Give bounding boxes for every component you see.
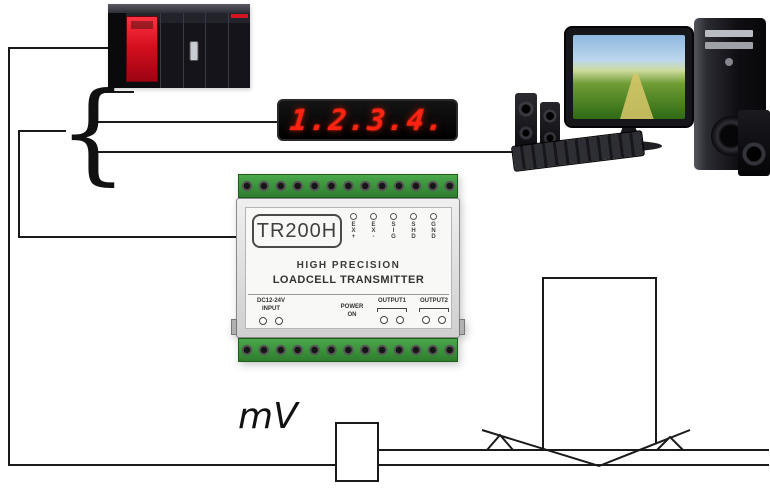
loadcell-transmitter-module: TR200H EX+ EX- SIG SHD — [231, 170, 465, 366]
terminal-circle — [259, 317, 267, 325]
terminal-column: EX+ — [350, 213, 357, 240]
output1-bracket — [377, 307, 407, 312]
millivolt-label: mV — [238, 396, 298, 437]
front-label-plate: TR200H EX+ EX- SIG SHD — [245, 207, 452, 329]
output1-group: OUTPUT1 — [374, 298, 410, 324]
terminal-label: EX+ — [350, 222, 357, 240]
dc-terminals — [249, 317, 293, 325]
plate-divider — [248, 294, 449, 295]
hopper-v-flange — [481, 429, 691, 468]
subtitle-loadcell-transmitter: LOADCELL TRANSMITTER — [272, 274, 425, 286]
transmitter-body: TR200H EX+ EX- SIG SHD — [231, 198, 465, 338]
power-on-label: ON — [347, 311, 357, 318]
terminal-label: SHD — [410, 222, 417, 240]
dc-input-group: DC12-24V INPUT — [249, 298, 293, 325]
indicator-led — [390, 213, 397, 220]
display-digits: 1.2.3.4. — [287, 103, 448, 137]
terminal-label: GND — [430, 222, 437, 240]
hopper-outline — [542, 277, 657, 449]
load-cell-triangle-right — [654, 435, 686, 451]
plc-dsub-connector — [189, 41, 199, 61]
drive-bay-slot — [705, 30, 753, 37]
din-rail-tab-left — [231, 319, 237, 335]
plc-base-module — [108, 13, 126, 88]
terminal-circle — [438, 315, 446, 324]
plc-photo — [108, 4, 250, 88]
dc-input-label: INPUT — [262, 305, 280, 312]
terminal-circle — [396, 315, 404, 324]
power-button — [725, 58, 733, 66]
model-name: TR200H — [252, 214, 342, 248]
subtitle-high-precision: HIGH PRECISION — [296, 260, 401, 271]
plc-top-rail — [108, 4, 250, 13]
terminal-column: EX- — [370, 213, 377, 240]
power-label: POWER — [340, 304, 364, 310]
output1-label: OUTPUT1 — [377, 298, 406, 304]
terminal-column: GND — [430, 213, 437, 240]
indicator-led — [350, 213, 357, 220]
terminal-circle — [380, 315, 388, 324]
indicator-led — [370, 213, 377, 220]
plc-io-modules — [160, 13, 250, 88]
terminal-circle — [275, 317, 283, 325]
dc-voltage-label: DC12-24V — [256, 298, 285, 304]
plc-power-module — [126, 16, 158, 82]
output2-bracket — [419, 307, 449, 312]
din-rail-tab-right — [459, 319, 465, 335]
indicator-led — [410, 213, 417, 220]
speaker-right — [540, 102, 560, 152]
terminal-circle — [422, 315, 430, 324]
screen-landscape-road — [620, 73, 654, 119]
seven-segment-display: 1.2.3.4. — [277, 99, 458, 141]
plc-io-module — [205, 13, 228, 88]
output2-terminals — [416, 315, 452, 324]
output2-label: OUTPUT2 — [419, 298, 448, 304]
output1-terminals — [374, 315, 410, 324]
plc-io-module — [182, 13, 205, 88]
monitor — [564, 26, 694, 128]
plc-io-module — [227, 13, 250, 88]
plc-cpu-module — [160, 13, 183, 88]
terminal-label: EX- — [370, 222, 377, 240]
terminal-strip-top — [238, 174, 458, 198]
load-cell-triangle-left — [484, 433, 516, 451]
wire-plc-loop — [8, 47, 769, 466]
terminal-column: SIG — [390, 213, 397, 240]
desktop-computer-photo — [510, 18, 770, 180]
monitor-screen — [573, 35, 685, 119]
indicator-led — [430, 213, 437, 220]
terminal-column: SHD — [410, 213, 417, 240]
speaker-left — [515, 93, 537, 151]
drive-bay-slot — [705, 42, 753, 49]
curly-brace: { — [58, 68, 128, 196]
terminal-label: SIG — [390, 222, 397, 240]
plc-status-led-strip — [230, 14, 248, 18]
power-on-group: POWER ON — [328, 304, 376, 319]
subwoofer — [738, 110, 770, 176]
wire-brace-to-module — [18, 130, 238, 238]
output2-group: OUTPUT2 — [416, 298, 452, 324]
junction-box — [335, 422, 379, 482]
terminal-strip-bottom — [238, 338, 458, 362]
